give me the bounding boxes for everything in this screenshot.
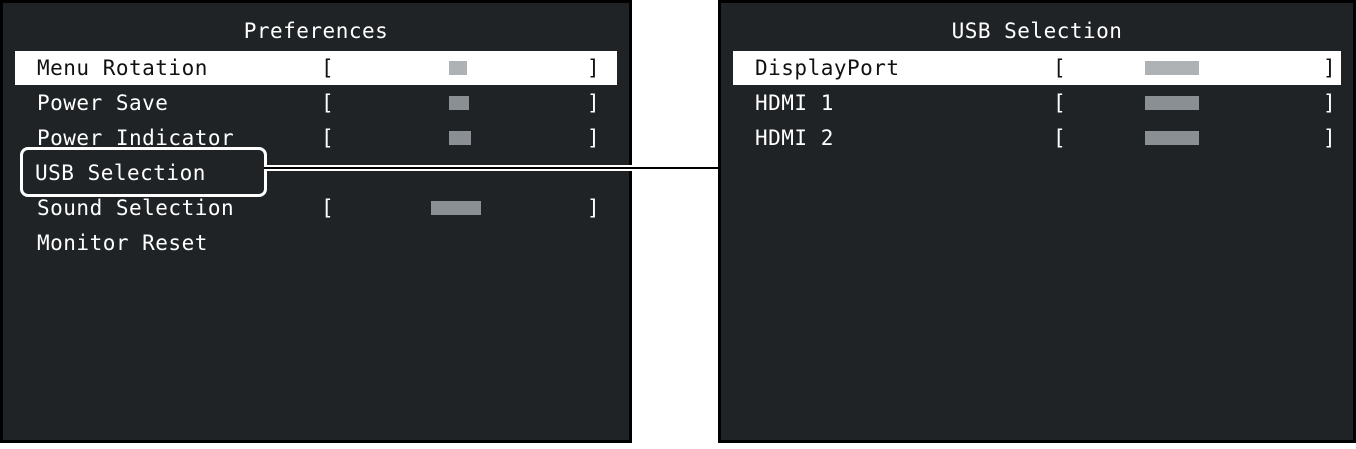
usb-port-value-icon xyxy=(1145,96,1199,110)
setting-value-icon xyxy=(431,201,481,215)
bracket-close: ] xyxy=(587,196,601,220)
menu-item-power-save[interactable]: Power Save [ ] xyxy=(15,86,617,120)
menu-item-label: USB Selection xyxy=(35,161,206,185)
bracket-close: ] xyxy=(1323,91,1337,115)
menu-item-label: Monitor Reset xyxy=(37,231,208,255)
usb-item-label: DisplayPort xyxy=(755,56,900,80)
usb-item-label: HDMI 2 xyxy=(755,126,834,150)
bracket-open: [ xyxy=(1053,126,1067,150)
preferences-menu-panel: Preferences Menu Rotation [ ] Power Save… xyxy=(0,0,632,443)
bracket-open: [ xyxy=(321,56,335,80)
menu-item-power-indicator[interactable]: Power Indicator [ ] xyxy=(15,121,617,155)
usb-port-value-icon xyxy=(1145,131,1199,145)
bracket-close: ] xyxy=(1323,126,1337,150)
usb-selection-title: USB Selection xyxy=(951,19,1123,43)
callout-connector-line xyxy=(264,165,718,171)
menu-item-usb-selection[interactable]: USB Selection xyxy=(15,156,617,190)
bracket-close: ] xyxy=(587,91,601,115)
usb-item-hdmi-1[interactable]: HDMI 1 [ ] xyxy=(733,86,1341,120)
menu-item-label: Power Indicator xyxy=(37,126,235,150)
bracket-open: [ xyxy=(321,196,335,220)
usb-item-hdmi-2[interactable]: HDMI 2 [ ] xyxy=(733,121,1341,155)
usb-item-displayport[interactable]: DisplayPort [ ] xyxy=(733,51,1341,85)
bracket-open: [ xyxy=(1053,91,1067,115)
preferences-title: Preferences xyxy=(243,19,389,43)
bracket-close: ] xyxy=(1323,56,1337,80)
menu-item-label: Menu Rotation xyxy=(37,56,208,80)
bracket-open: [ xyxy=(1053,56,1067,80)
usb-selection-panel: USB Selection DisplayPort [ ] HDMI 1 [ ]… xyxy=(718,0,1356,443)
bracket-open: [ xyxy=(321,126,335,150)
setting-value-icon xyxy=(449,131,471,145)
bracket-close: ] xyxy=(587,126,601,150)
setting-value-icon xyxy=(449,61,467,75)
menu-item-label: Sound Selection xyxy=(37,196,235,220)
bracket-open: [ xyxy=(321,91,335,115)
bracket-close: ] xyxy=(587,56,601,80)
usb-port-value-icon xyxy=(1145,61,1199,75)
usb-item-label: HDMI 1 xyxy=(755,91,834,115)
menu-item-label: Power Save xyxy=(37,91,169,115)
setting-value-icon xyxy=(449,96,469,110)
menu-item-sound-selection[interactable]: Sound Selection [ ] xyxy=(15,191,617,225)
callout-highlight-box xyxy=(20,147,267,197)
menu-item-menu-rotation[interactable]: Menu Rotation [ ] xyxy=(15,51,617,85)
menu-item-monitor-reset[interactable]: Monitor Reset xyxy=(15,226,617,260)
